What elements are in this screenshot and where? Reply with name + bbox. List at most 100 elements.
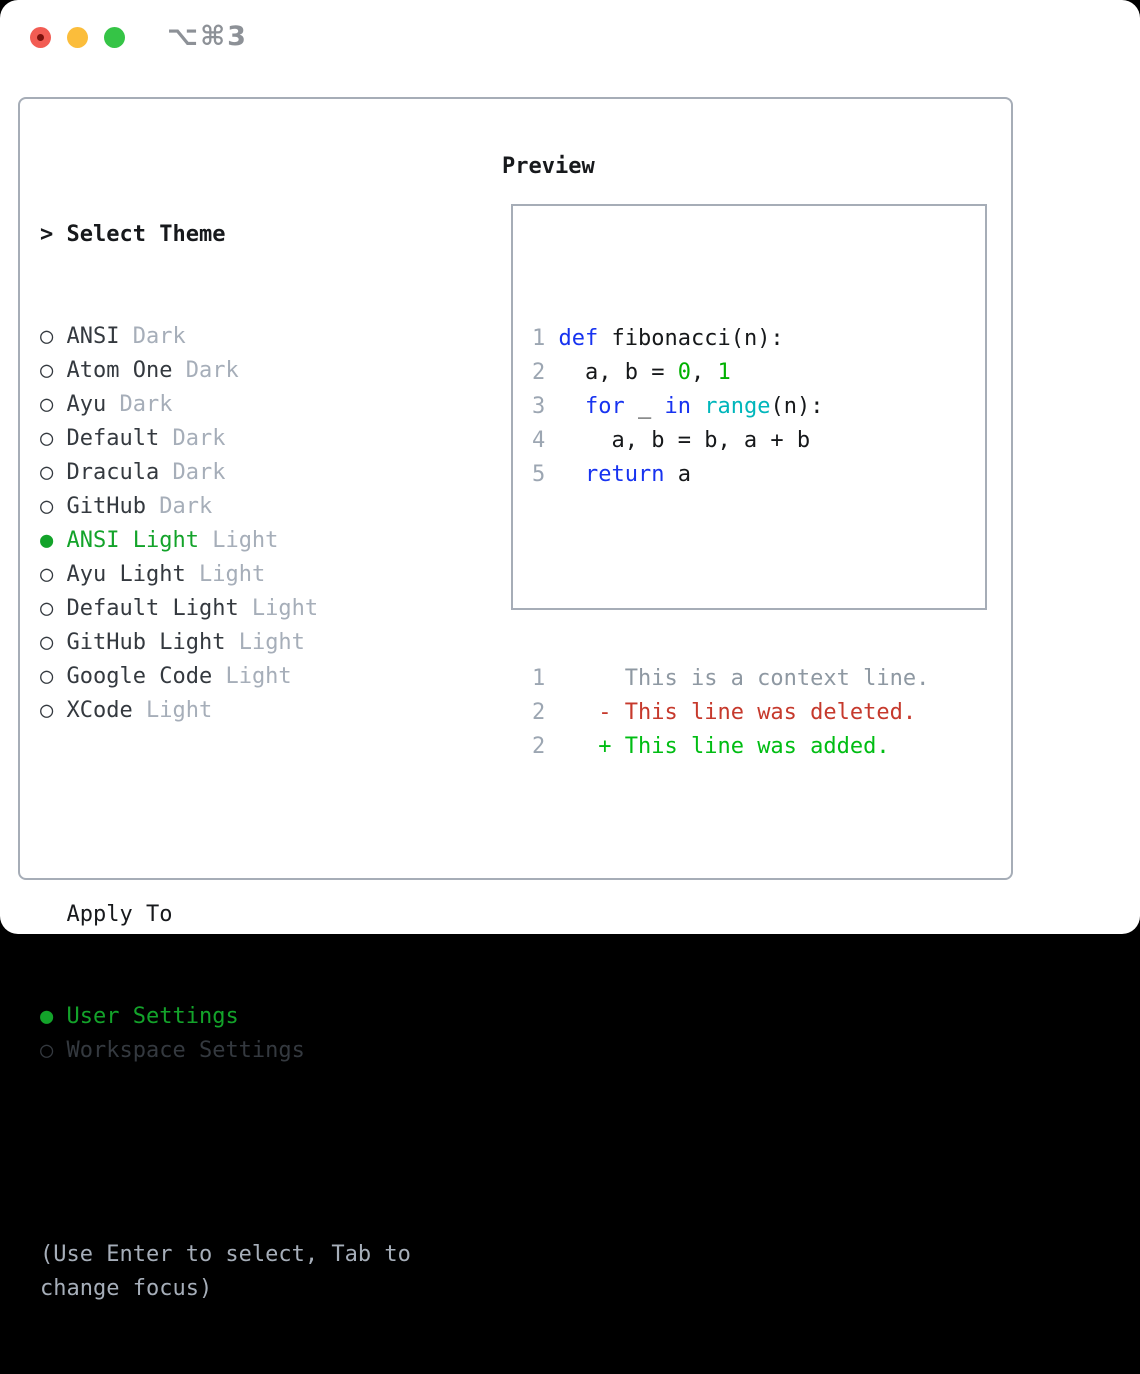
theme-option[interactable]: ○ GitHub Dark (40, 490, 411, 524)
option-name: User Settings (66, 1004, 239, 1029)
line-number: 1 (532, 666, 546, 691)
radio-unselected-icon: ○ (40, 324, 67, 349)
code-segment: a, b = (558, 360, 678, 385)
option-name: Ayu (66, 392, 107, 417)
code-segment: (n): (770, 394, 824, 419)
close-button[interactable] (30, 27, 51, 48)
radio-unselected-icon: ○ (40, 698, 67, 723)
code-segment (559, 462, 586, 487)
radio-unselected-icon: ○ (40, 562, 67, 587)
radio-selected-icon: ● (40, 528, 67, 553)
option-name: Dracula (66, 460, 160, 485)
apply-option[interactable]: ● User Settings (40, 1000, 411, 1034)
apply-to-list: ● User Settings○ Workspace Settings (40, 1000, 411, 1068)
option-variant: Light (225, 630, 305, 655)
option-name: GitHub (66, 494, 146, 519)
line-number: 3 (532, 394, 546, 419)
option-name: Default (66, 426, 160, 451)
option-variant: Light (132, 698, 213, 723)
theme-option[interactable]: ○ XCode Light (40, 694, 411, 728)
blank-line (532, 560, 985, 594)
focus-prompt-icon: > (40, 222, 54, 247)
option-name: Workspace Settings (66, 1038, 305, 1063)
theme-option[interactable]: ○ Ayu Dark (40, 388, 411, 422)
option-variant: Light (238, 596, 319, 621)
apply-to-header: Apply To (40, 898, 411, 932)
line-number: 2 (532, 734, 546, 759)
code-segment: range (704, 394, 771, 419)
window-shortcut-label: ⌥⌘3 (167, 21, 248, 52)
theme-option[interactable]: ○ Default Dark (40, 422, 411, 456)
theme-option[interactable]: ○ Atom One Dark (40, 354, 411, 388)
diff-line: 2 - This line was deleted. (532, 696, 985, 730)
option-variant: Dark (106, 392, 173, 417)
radio-unselected-icon: ○ (40, 1038, 67, 1063)
option-variant: Light (198, 528, 279, 553)
option-name: Ayu Light (66, 562, 186, 587)
code-segment: + This line was added. (598, 734, 890, 759)
line-number: 4 (532, 428, 546, 453)
app-window: ⌥⌘3 > Select Theme ○ ANSI Dark○ Atom One… (0, 0, 1140, 1301)
code-segment: return (585, 462, 665, 487)
option-name: ANSI Light (66, 528, 199, 553)
select-theme-header: > Select Theme (40, 218, 411, 252)
code-segment: , (690, 360, 718, 385)
code-line: 1 def fibonacci(n): (532, 322, 985, 356)
option-name: Atom One (66, 358, 173, 383)
theme-option[interactable]: ○ Dracula Dark (40, 456, 411, 490)
gap (40, 796, 411, 830)
traffic-lights (30, 27, 125, 48)
code-segment: 1 (717, 360, 731, 385)
code-segment: fibonacci(n): (598, 326, 784, 351)
radio-unselected-icon: ○ (40, 664, 67, 689)
option-variant: Dark (159, 460, 226, 485)
theme-option[interactable]: ● ANSI Light Light (40, 524, 411, 558)
zoom-button[interactable] (104, 27, 125, 48)
code-segment (691, 394, 704, 419)
radio-unselected-icon: ○ (40, 596, 67, 621)
radio-unselected-icon: ○ (40, 426, 67, 451)
option-name: ANSI (66, 324, 120, 349)
code-segment: 0 (677, 360, 691, 385)
code-line: 5 return a (532, 458, 985, 492)
gap (40, 1136, 411, 1170)
theme-option[interactable]: ○ ANSI Dark (40, 320, 411, 354)
code-line: 2 a, b = 0, 1 (532, 356, 985, 390)
line-number: 5 (532, 462, 546, 487)
select-theme-title: Select Theme (66, 222, 226, 247)
theme-list: ○ ANSI Dark○ Atom One Dark○ Ayu Dark○ De… (40, 320, 411, 728)
option-variant: Dark (159, 426, 226, 451)
line-number: 2 (532, 360, 546, 385)
option-variant: Dark (172, 358, 239, 383)
theme-option[interactable]: ○ Default Light Light (40, 592, 411, 626)
theme-column: > Select Theme ○ ANSI Dark○ Atom One Dar… (40, 150, 411, 1374)
code-line: 3 for _ in range(n): (532, 390, 985, 424)
theme-option[interactable]: ○ GitHub Light Light (40, 626, 411, 660)
settings-panel: > Select Theme ○ ANSI Dark○ Atom One Dar… (18, 97, 1013, 1301)
apply-option[interactable]: ○ Workspace Settings (40, 1034, 411, 1068)
option-variant: Dark (119, 324, 186, 349)
code-segment: def (558, 326, 599, 351)
code-segment: for (585, 394, 625, 419)
radio-unselected-icon: ○ (40, 494, 67, 519)
option-name: XCode (66, 698, 133, 723)
diff-line: 2 + This line was added. (532, 730, 985, 764)
code-segment: _ (624, 394, 665, 419)
code-segment (559, 734, 599, 759)
line-number: 2 (532, 700, 546, 725)
option-variant: Dark (145, 494, 213, 519)
radio-unselected-icon: ○ (40, 358, 67, 383)
theme-option[interactable]: ○ Ayu Light Light (40, 558, 411, 592)
apply-to-title: Apply To (66, 902, 173, 927)
option-name: Google Code (66, 664, 213, 689)
option-name: Default Light (66, 596, 239, 621)
code-segment: This is a context line. (558, 666, 930, 691)
minimize-button[interactable] (67, 27, 88, 48)
radio-selected-icon: ● (40, 1004, 67, 1029)
code-segment (559, 394, 586, 419)
preview-title: Preview (502, 154, 595, 179)
theme-option[interactable]: ○ Google Code Light (40, 660, 411, 694)
radio-unselected-icon: ○ (40, 392, 67, 417)
